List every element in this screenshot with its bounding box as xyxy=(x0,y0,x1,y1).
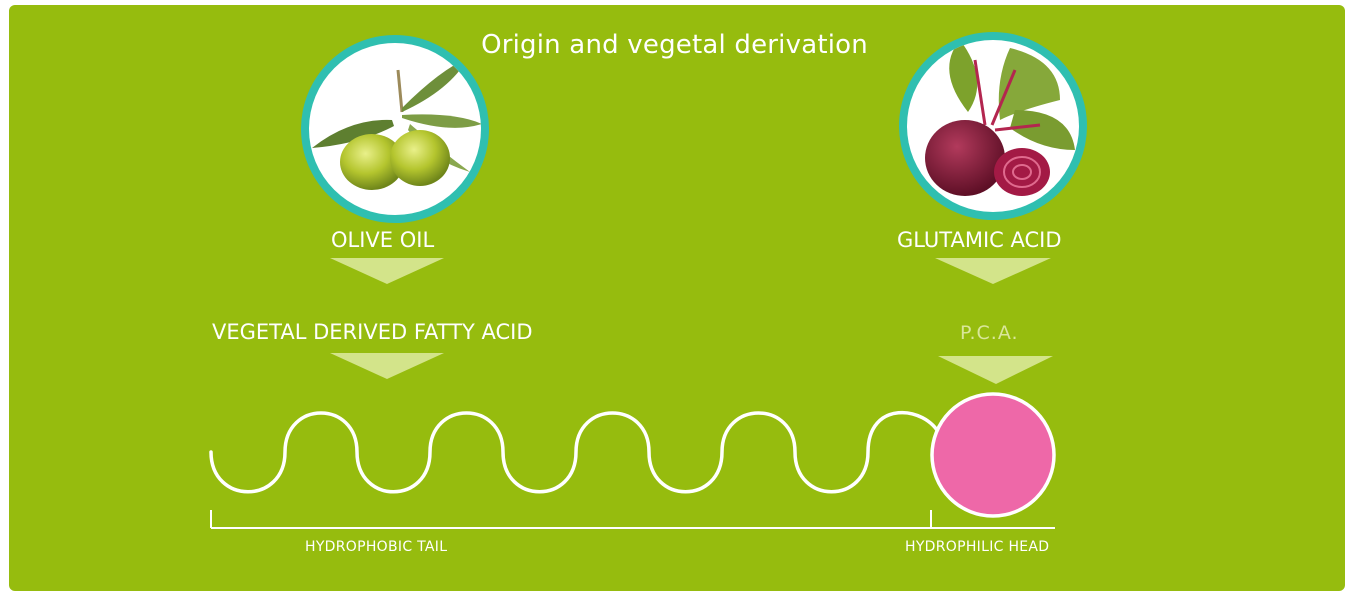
fatty-acid-label: VEGETAL DERIVED FATTY ACID xyxy=(212,320,533,344)
olive-image xyxy=(301,35,489,223)
beetroot-image xyxy=(899,32,1087,220)
arrow-fatty-acid-down xyxy=(330,353,444,379)
beet-slice xyxy=(994,148,1050,196)
arrow-olive-down xyxy=(330,258,444,284)
glutamic-acid-label: GLUTAMIC ACID xyxy=(897,228,1062,252)
pca-label: P.C.A. xyxy=(960,322,1019,344)
hydrophilic-head-label: HYDROPHILIC HEAD xyxy=(905,539,1049,555)
beet-root xyxy=(925,120,1005,196)
hydrophilic-head-circle xyxy=(932,394,1054,516)
bracket-line xyxy=(211,510,1055,528)
arrow-pca-down xyxy=(938,356,1053,384)
olive-fruit xyxy=(390,130,450,186)
hydrophobic-tail-wave xyxy=(211,413,940,492)
olive-oil-label: OLIVE OIL xyxy=(331,228,434,252)
arrow-glutamic-down xyxy=(935,258,1051,284)
hydrophobic-tail-label: HYDROPHOBIC TAIL xyxy=(305,539,447,555)
